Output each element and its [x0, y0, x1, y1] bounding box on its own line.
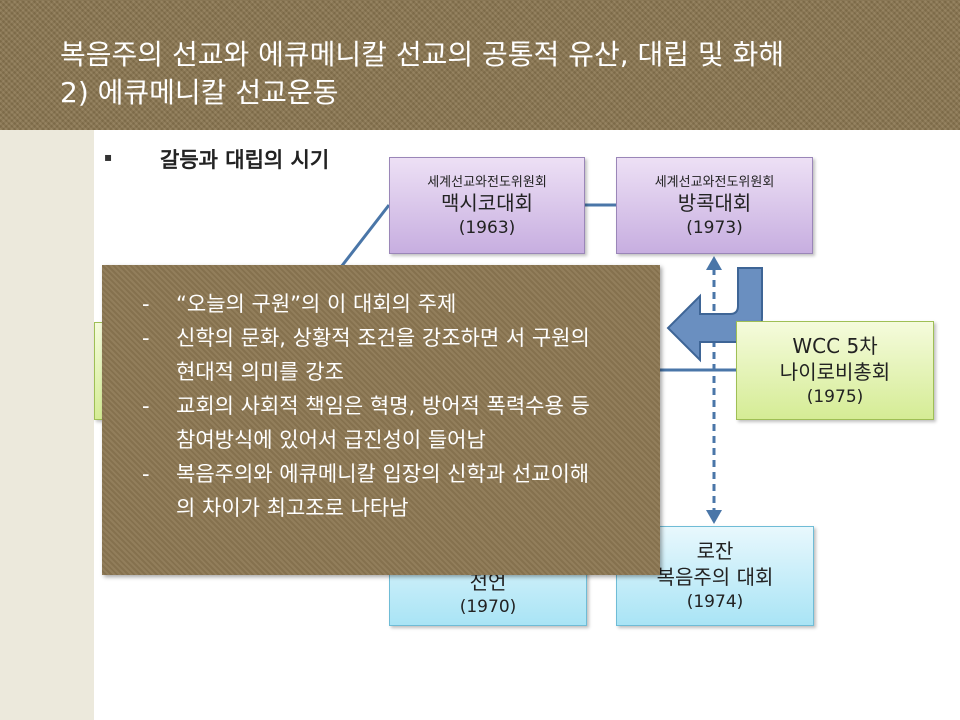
left-margin-strip: [0, 130, 94, 720]
lausanne-line2: 복음주의 대회: [656, 565, 774, 589]
slide-header: 복음주의 선교와 에큐메니칼 선교의 공통적 유산, 대립 및 화해 2) 에큐…: [0, 0, 960, 130]
node-bangkok-conference: 세계선교와전도위원회 방콕대회 (1973): [616, 157, 813, 254]
mexico-year: (1963): [458, 218, 516, 238]
title-line-2: 2) 에큐메니칼 선교운동: [60, 76, 339, 109]
mexico-org-label: 세계선교와전도위원회: [427, 175, 547, 190]
subheading: 갈등과 대립의 시기: [160, 148, 330, 172]
overlay-item-text: 복음주의와 에큐메니칼 입장의 신학과 선교이해의 차이가 최고조로 나타남: [176, 462, 590, 520]
bullet-marker: ▪: [104, 150, 113, 164]
lausanne-line1: 로잔: [696, 539, 734, 563]
overlay-item: - 신학의 문화, 상황적 조건을 강조하면 서 구원의 현대적 의미를 강조: [102, 321, 660, 389]
overlay-item: - “오늘의 구원”의 이 대회의 주제: [102, 287, 660, 321]
slide-title: 복음주의 선교와 에큐메니칼 선교의 공통적 유산, 대립 및 화해 2) 에큐…: [60, 36, 784, 112]
dashed-arrowhead-up: [706, 256, 722, 270]
bangkok-notes-overlay: - “오늘의 구원”의 이 대회의 주제 - 신학의 문화, 상황적 조건을 강…: [102, 265, 660, 575]
overlay-dash: -: [142, 394, 150, 418]
overlay-item-text: 신학의 문화, 상황적 조건을 강조하면 서 구원의 현대적 의미를 강조: [176, 326, 590, 384]
overlay-dash: -: [142, 292, 150, 316]
nairobi-line1: WCC 5차: [792, 333, 878, 358]
node-mexico-conference: 세계선교와전도위원회 맥시코대회 (1963): [389, 157, 585, 254]
node-1970-year: (1970): [459, 597, 517, 617]
overlay-dash: -: [142, 326, 150, 350]
nairobi-line2: 나이로비총회: [779, 359, 891, 384]
bangkok-org-label: 세계선교와전도위원회: [654, 175, 775, 190]
bangkok-name: 방콕대회: [677, 191, 752, 215]
overlay-item-text: 교회의 사회적 책임은 혁명, 방어적 폭력수용 등 참여방식에 있어서 급진성…: [176, 394, 590, 452]
title-line-1: 복음주의 선교와 에큐메니칼 선교의 공통적 유산, 대립 및 화해: [60, 38, 785, 71]
mexico-name: 맥시코대회: [441, 191, 533, 215]
overlay-item: - 복음주의와 에큐메니칼 입장의 신학과 선교이해의 차이가 최고조로 나타남: [102, 457, 660, 525]
overlay-item: - 교회의 사회적 책임은 혁명, 방어적 폭력수용 등 참여방식에 있어서 급…: [102, 389, 660, 457]
lausanne-year: (1974): [686, 592, 744, 612]
overlay-item-text: “오늘의 구원”의 이 대회의 주제: [176, 292, 457, 316]
bangkok-year: (1973): [686, 218, 743, 238]
node-nairobi-assembly: WCC 5차 나이로비총회 (1975): [736, 321, 934, 420]
nairobi-year: (1975): [806, 386, 864, 407]
dashed-arrowhead-down: [706, 510, 722, 524]
overlay-list: - “오늘의 구원”의 이 대회의 주제 - 신학의 문화, 상황적 조건을 강…: [102, 265, 660, 525]
overlay-dash: -: [142, 462, 150, 486]
